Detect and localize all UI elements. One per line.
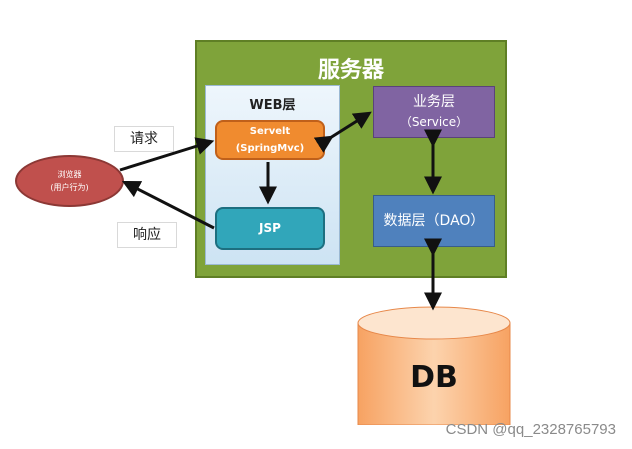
response-arrow bbox=[121, 180, 215, 230]
request-label: 请求 bbox=[114, 126, 174, 152]
business-layer-node: 业务层 （Service） bbox=[373, 86, 495, 138]
response-label: 响应 bbox=[117, 222, 177, 248]
servlet-label: Servelt bbox=[249, 126, 291, 137]
business-layer-sublabel: （Service） bbox=[399, 115, 469, 129]
business-layer-label: 业务层 bbox=[413, 94, 455, 110]
browser-label: 浏览器 bbox=[57, 170, 82, 179]
jsp-node: JSP bbox=[215, 207, 325, 250]
servlet-service-arrow bbox=[313, 111, 372, 153]
servlet-node: Servelt (SpringMvc) bbox=[215, 120, 325, 160]
db-label: DB bbox=[410, 360, 458, 395]
server-title: 服务器 bbox=[317, 58, 384, 83]
browser-sublabel: (用户行为) bbox=[50, 183, 89, 192]
data-layer-label: 数据层（DAO） bbox=[383, 213, 485, 229]
watermark: CSDN @qq_2328765793 bbox=[445, 421, 616, 438]
db-cylinder bbox=[357, 306, 511, 425]
browser-node: 浏览器 (用户行为) bbox=[15, 155, 124, 207]
servlet-sublabel: (SpringMvc) bbox=[235, 143, 305, 154]
data-layer-node: 数据层（DAO） bbox=[373, 195, 495, 247]
web-layer-title: WEB层 bbox=[249, 98, 296, 113]
request-arrow bbox=[119, 137, 215, 172]
jsp-label: JSP bbox=[259, 221, 281, 235]
